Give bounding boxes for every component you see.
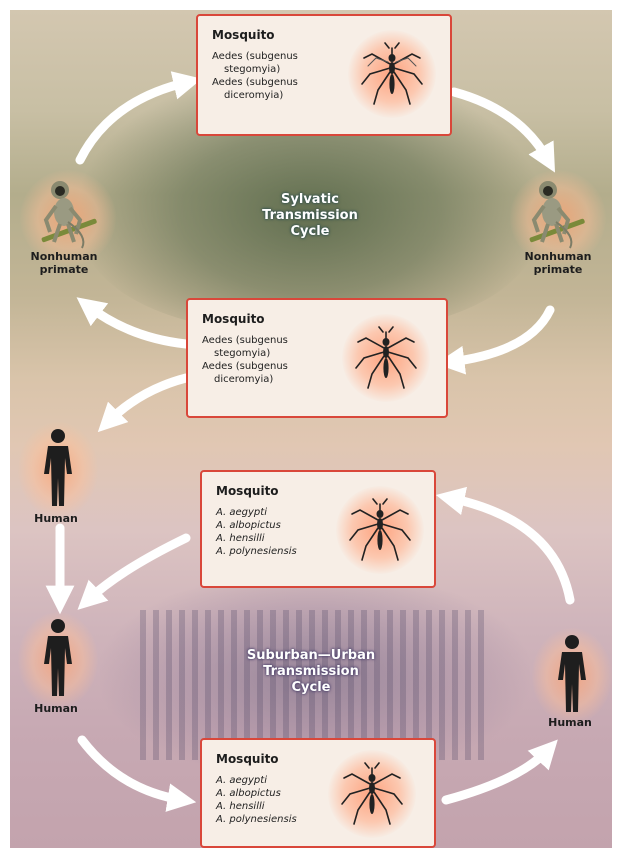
box-heading: Mosquito: [202, 312, 265, 326]
mosquito-box-urban-bottom: Mosquito A. aegypti A. albopictus A. hen…: [200, 738, 436, 848]
human-label-lower-left: Human: [34, 702, 78, 715]
human-silhouette-icon: [44, 619, 72, 696]
human-label-right: Human: [548, 716, 592, 729]
arrow-icon: [76, 297, 191, 349]
diagram-frame: Mosquito Aedes (subgenus stegomyia) Aede…: [10, 10, 612, 848]
cycle-arrows: [45, 71, 575, 812]
arrow-icon: [449, 87, 556, 173]
box-heading: Mosquito: [212, 28, 275, 42]
box-heading: Mosquito: [216, 484, 279, 498]
arrow-icon: [77, 735, 197, 812]
mosquito-box-sylvatic-middle: Mosquito Aedes (subgenus stegomyia) Aede…: [186, 298, 448, 418]
urban-cycle-label: Suburban—Urban Transmission Cycle: [246, 648, 376, 695]
city-skyline: [140, 610, 490, 760]
human-silhouette-icon: [558, 635, 586, 712]
mosquito-icon: [348, 30, 436, 118]
arrow-icon: [75, 71, 203, 165]
sylvatic-cycle-label: Sylvatic Transmission Cycle: [262, 192, 358, 239]
arrow-icon: [435, 305, 555, 375]
mosquito-box-sylvatic-top: Mosquito Aedes (subgenus stegomyia) Aede…: [196, 14, 452, 136]
mosquito-icon: [328, 750, 416, 838]
monkey-icon: [529, 181, 585, 249]
primate-label-left: Nonhuman primate: [30, 250, 98, 276]
box-species-list: Aedes (subgenus stegomyia) Aedes (subgen…: [212, 51, 298, 101]
mosquito-icon: [336, 486, 424, 574]
arrow-icon: [435, 486, 575, 605]
human-label-upper-left: Human: [34, 512, 78, 525]
arrow-icon: [97, 373, 191, 433]
box-species-list: A. aegypti A. albopictus A. hensilli A. …: [216, 775, 297, 825]
box-heading: Mosquito: [216, 752, 279, 766]
box-species-list: Aedes (subgenus stegomyia) Aedes (subgen…: [202, 335, 288, 385]
primate-label-right: Nonhuman primate: [524, 250, 592, 276]
human-silhouette-icon: [44, 429, 72, 506]
box-species-list: A. aegypti A. albopictus A. hensilli A. …: [216, 507, 297, 557]
arrow-icon: [441, 739, 558, 805]
mosquito-box-urban-upper: Mosquito A. aegypti A. albopictus A. hen…: [200, 470, 436, 588]
arrow-icon: [77, 533, 191, 610]
mosquito-icon: [342, 314, 430, 402]
monkey-icon: [41, 181, 97, 249]
